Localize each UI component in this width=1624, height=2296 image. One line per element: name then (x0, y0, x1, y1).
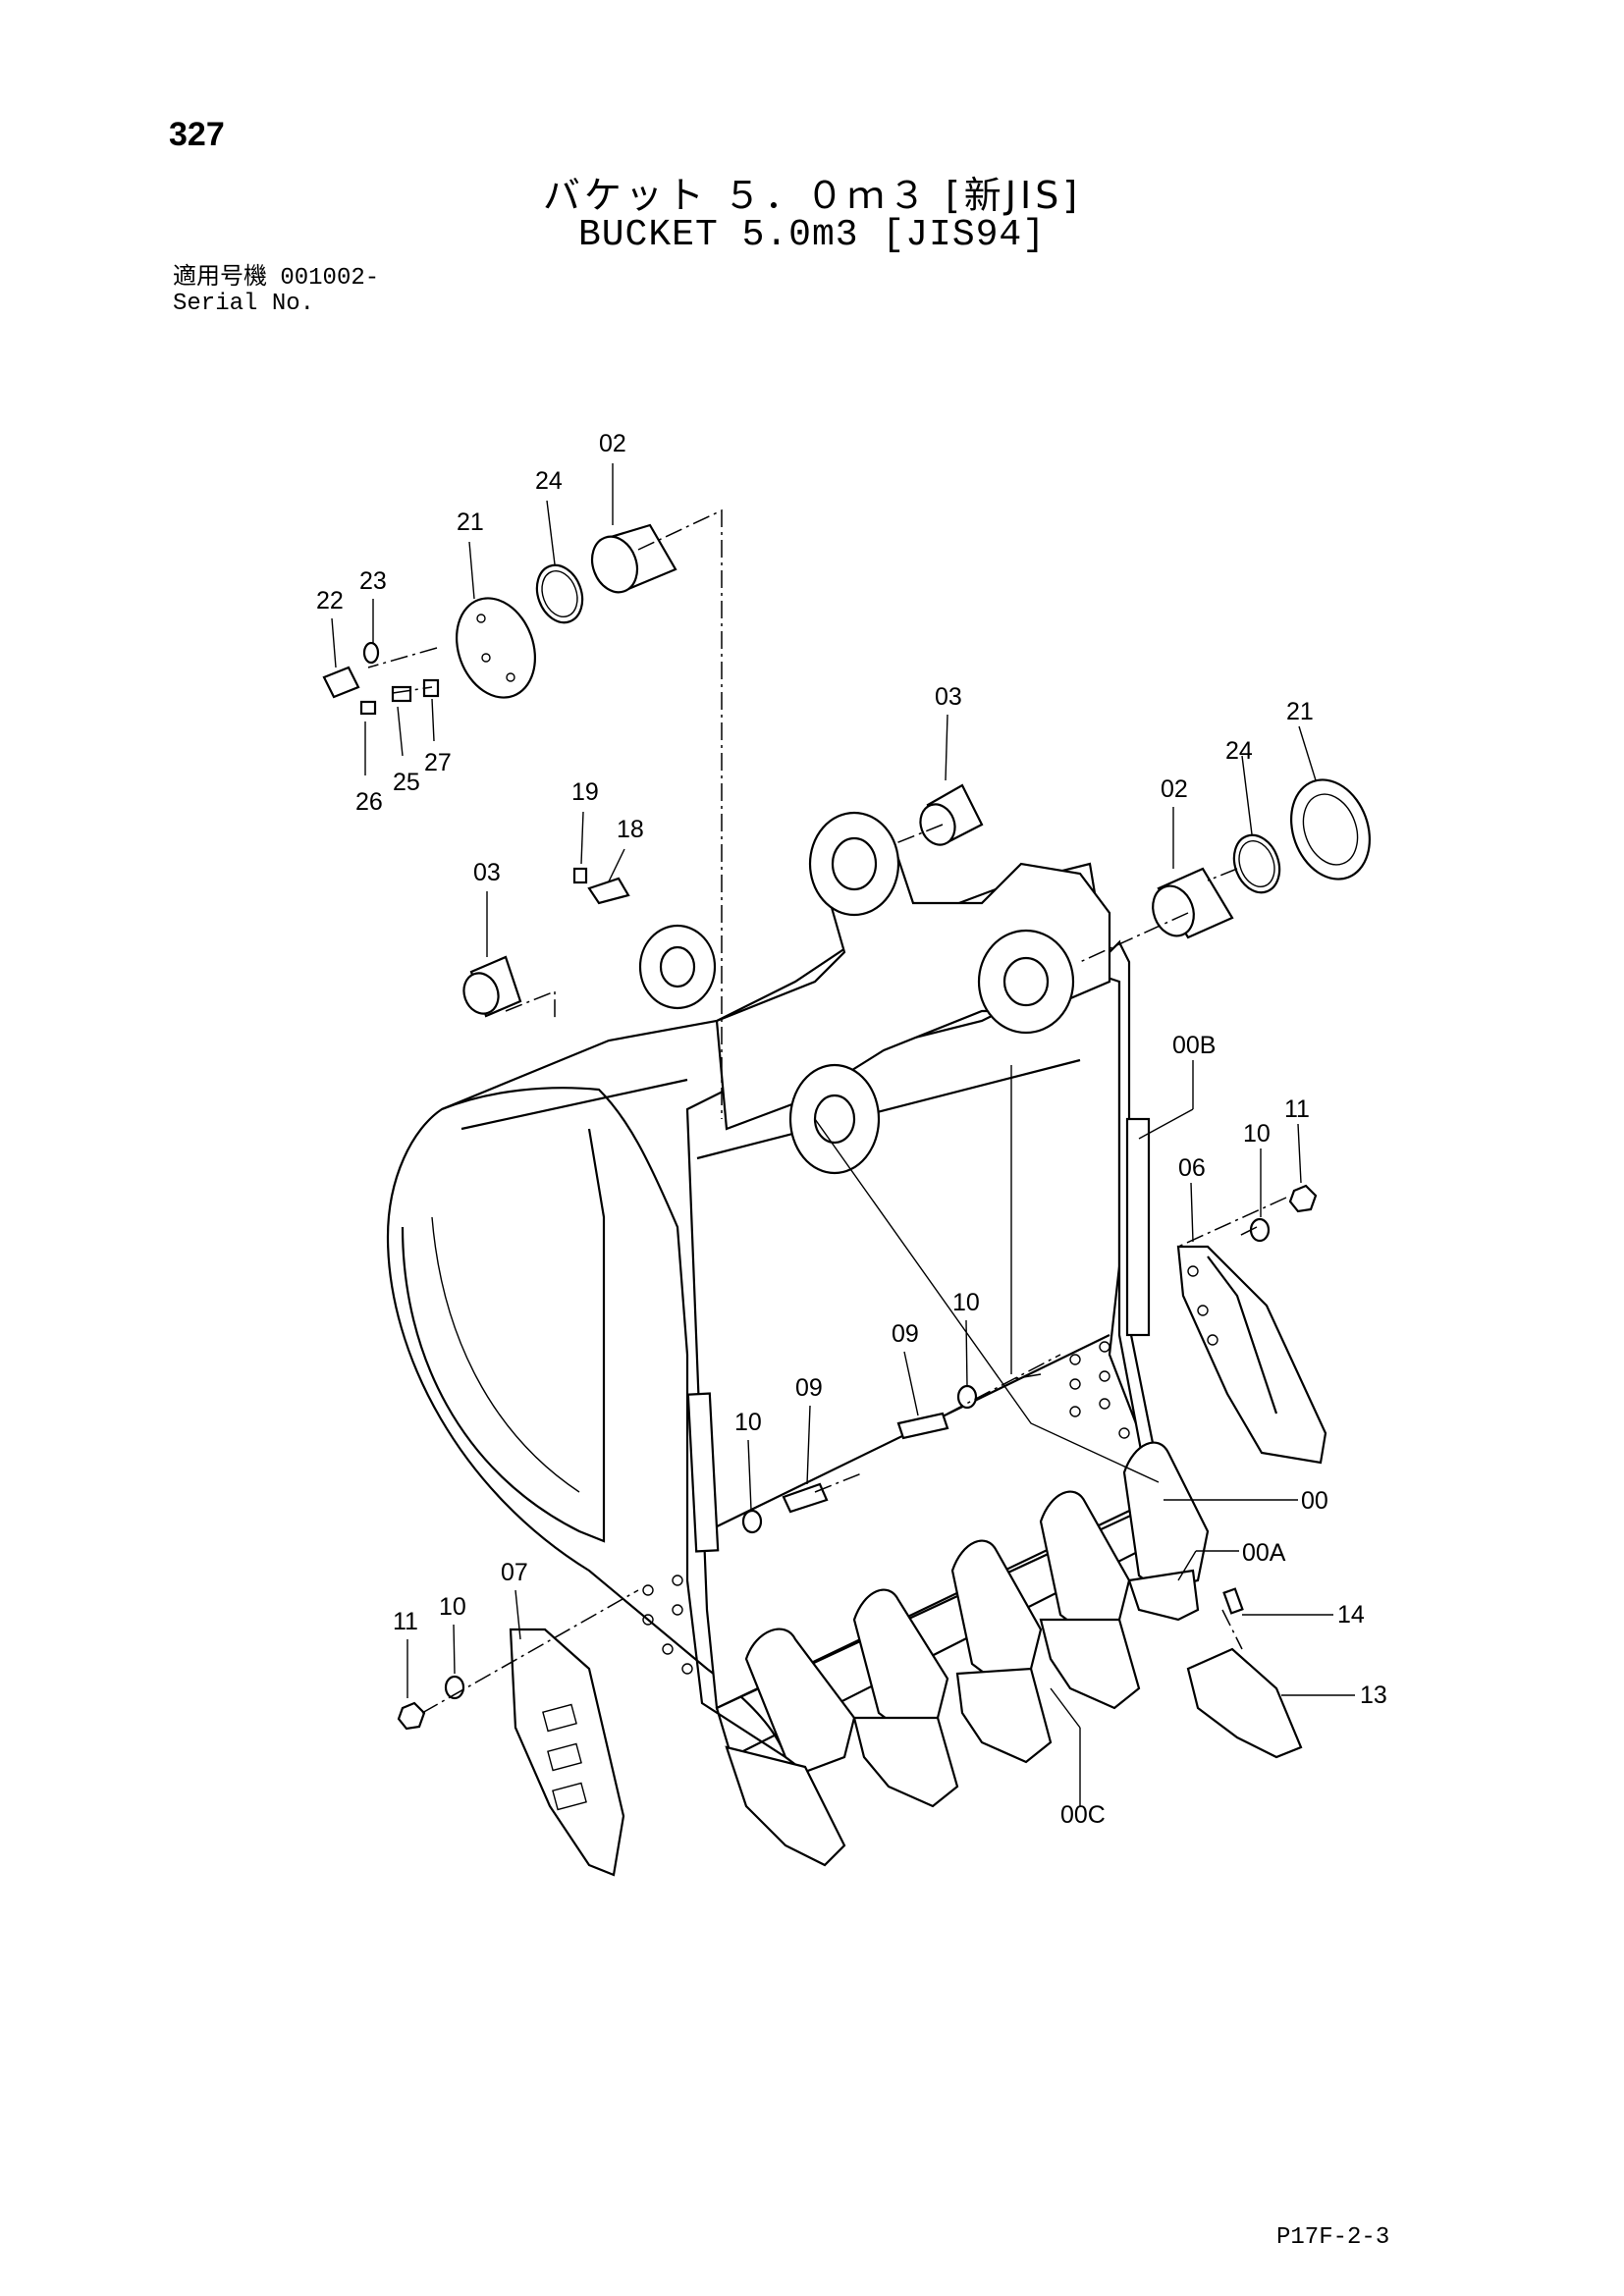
callout-27: 27 (424, 749, 452, 776)
bucket-teeth (725, 1441, 1303, 1867)
serial-number-value: 001002- (280, 265, 380, 292)
bolt-holes (642, 1341, 1130, 1675)
document-code: P17F-2-3 (1276, 2224, 1390, 2251)
serial-label-english: Serial No. (173, 291, 315, 317)
callout-00C: 00C (1060, 1801, 1106, 1829)
callout-09-middle: 09 (892, 1320, 919, 1348)
callout-03-upper: 03 (935, 683, 962, 711)
callout-10-right: 10 (1243, 1120, 1271, 1148)
callout-14: 14 (1337, 1601, 1365, 1629)
page-number: 327 (169, 116, 225, 153)
callout-03-left: 03 (473, 859, 501, 886)
callout-22: 22 (316, 587, 344, 614)
title-japanese: バケット ５．０ｍ３ [新JIS] (542, 174, 1082, 217)
callout-25: 25 (393, 769, 420, 796)
callout-10-left: 10 (734, 1409, 762, 1436)
callout-10-lower-left: 10 (439, 1593, 466, 1621)
serial-label-japanese: 適用号機 (173, 262, 267, 290)
callout-09-left: 09 (795, 1374, 823, 1402)
callout-18: 18 (617, 816, 644, 843)
callout-24-right: 24 (1225, 737, 1253, 765)
callout-06: 06 (1178, 1154, 1206, 1182)
callout-23: 23 (359, 567, 387, 595)
callout-00A: 00A (1242, 1539, 1286, 1567)
callout-labels: 02 24 21 23 22 25 26 27 03 03 19 18 02 2… (316, 430, 1387, 1829)
callout-26: 26 (355, 788, 383, 816)
callout-02-right: 02 (1161, 775, 1188, 803)
bucket-body (386, 811, 1180, 1760)
title-english: BUCKET 5.0m3 [JIS94] (577, 214, 1047, 256)
callout-00: 00 (1301, 1487, 1328, 1515)
callout-21-right: 21 (1286, 698, 1314, 725)
callout-19: 19 (571, 778, 599, 806)
callout-07: 07 (501, 1559, 528, 1586)
exploded-parts (322, 523, 1371, 1731)
callout-13: 13 (1360, 1682, 1387, 1709)
side-cutters (509, 1245, 1327, 1877)
callout-11-right: 11 (1284, 1095, 1310, 1123)
callout-11-lower-left: 11 (393, 1608, 418, 1635)
callout-24-left: 24 (535, 467, 563, 495)
serial-number-block: 適用号機 001002- Serial No. (173, 263, 379, 317)
assembly-lines (367, 508, 1287, 1714)
callout-00B: 00B (1172, 1032, 1216, 1059)
callout-02-left: 02 (599, 430, 626, 457)
callout-21-left: 21 (457, 508, 484, 536)
leader-lines (331, 463, 1355, 1806)
callout-10-middle: 10 (952, 1289, 980, 1316)
